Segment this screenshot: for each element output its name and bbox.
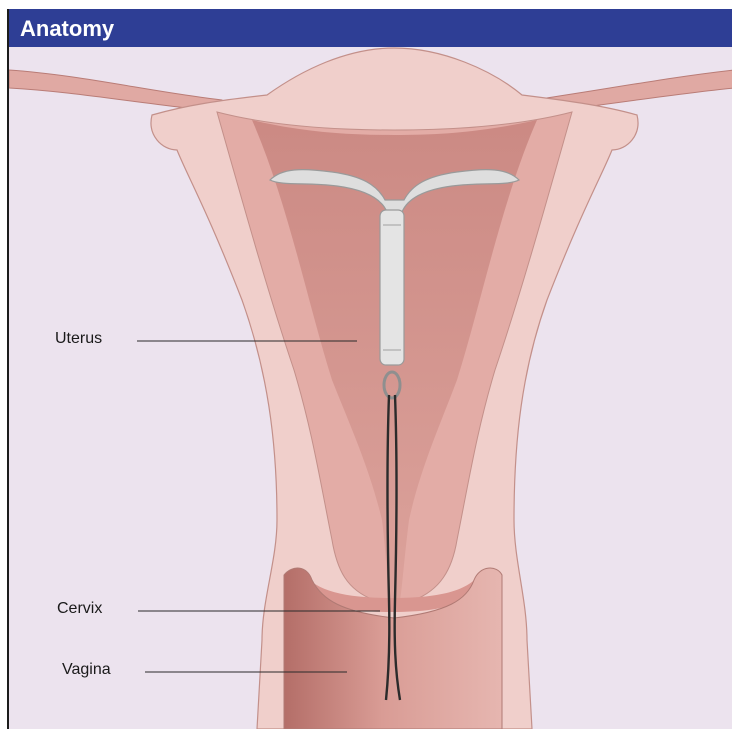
cervix-label: Cervix xyxy=(57,600,102,618)
vagina-label: Vagina xyxy=(62,661,111,679)
uterus-label: Uterus xyxy=(55,330,102,348)
page-title: Anatomy xyxy=(20,16,114,42)
header-bar: Anatomy xyxy=(9,9,732,47)
iud-stem xyxy=(380,210,404,365)
uterus-iud-illustration xyxy=(9,9,732,729)
anatomy-panel: Anatomy Uterus Cervix Vagina xyxy=(7,9,732,729)
